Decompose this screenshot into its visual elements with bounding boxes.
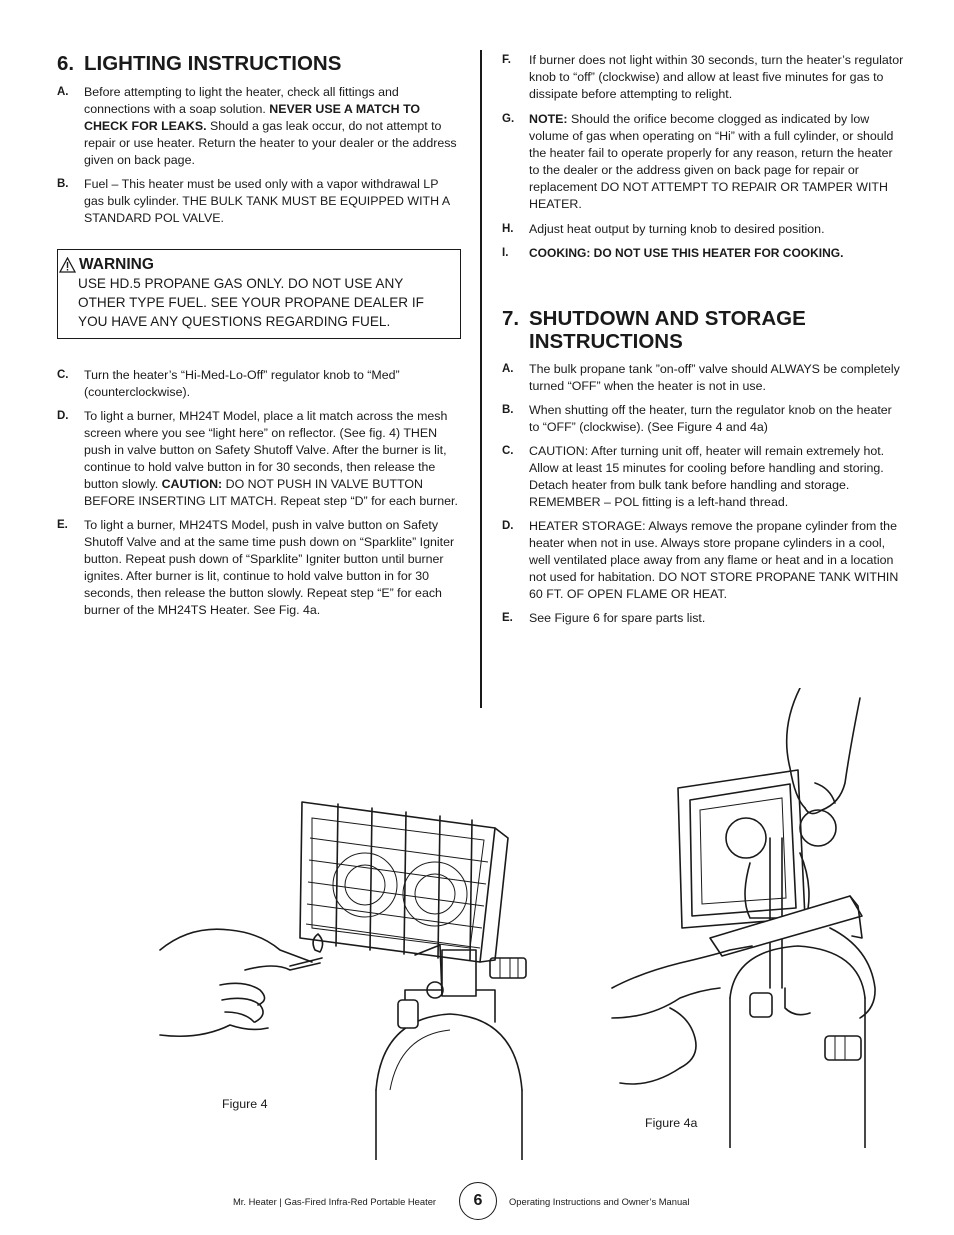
storage-item-e: E. See Figure 6 for spare parts list.	[502, 610, 904, 627]
lighting-item-a: A. Before attempting to light the heater…	[57, 84, 461, 169]
item-label: C.	[502, 445, 514, 457]
storage-item-b: B. When shutting off the heater, turn th…	[502, 402, 904, 436]
storage-item-a: A. The bulk propane tank ”on-off” valve …	[502, 361, 904, 395]
lighting-item-g: G. NOTE: Should the orifice become clogg…	[502, 111, 904, 213]
section-7-number: 7.	[502, 307, 520, 330]
warning-heading: WARNING	[59, 255, 450, 274]
section-6-number: 6.	[57, 52, 75, 75]
lighting-item-c: C. Turn the heater’s “Hi-Med-Lo-Off” reg…	[57, 367, 461, 401]
lighting-item-i: I. COOKING: DO NOT USE THIS HEATER FOR C…	[502, 245, 904, 262]
page-number: 6	[459, 1182, 497, 1220]
lighting-item-b: B. Fuel – This heater must be used only …	[57, 176, 461, 227]
warning-box: WARNING USE HD.5 PROPANE GAS ONLY. DO NO…	[57, 249, 461, 339]
item-text: Adjust heat output by turning knob to de…	[529, 222, 825, 236]
item-text: COOKING: DO NOT USE THIS HEATER FOR COOK…	[529, 245, 904, 262]
item-label: D.	[57, 410, 69, 422]
item-text: CAUTION: After turning unit off, heater …	[529, 444, 885, 509]
footer-left-text: Mr. Heater | Gas-Fired Infra-Red Portabl…	[233, 1196, 437, 1207]
item-label: I.	[502, 247, 509, 259]
figure-4a-illustration	[611, 688, 876, 1148]
lighting-item-f: F. If burner does not light within 30 se…	[502, 52, 904, 103]
warning-triangle-icon	[59, 256, 76, 273]
item-text-part: DO NOT PUSH IN VALVE BUTTON BEFORE INSER…	[84, 477, 458, 508]
item-label: B.	[502, 404, 514, 416]
figure-4-illustration	[159, 801, 527, 1160]
item-label: E.	[57, 519, 68, 531]
item-text-part: Should a gas leak occur, do not attempt …	[84, 119, 457, 167]
lighting-item-e: E. To light a burner, MH24TS Model, push…	[57, 517, 461, 619]
item-bold-text: NOTE:	[529, 112, 568, 126]
warning-text: USE HD.5 PROPANE GAS ONLY. DO NOT USE AN…	[78, 276, 424, 329]
item-text-part: Should the orifice become clogged as ind…	[529, 112, 894, 211]
item-text: If burner does not light within 30 secon…	[529, 53, 904, 101]
storage-item-c: C. CAUTION: After turning unit off, heat…	[502, 443, 904, 511]
lighting-item-d: D. To light a burner, MH24T Model, place…	[57, 408, 461, 510]
right-column: F. If burner does not light within 30 se…	[502, 52, 904, 634]
item-bold-text: COOKING: DO NOT USE THIS HEATER FOR COOK…	[529, 246, 844, 260]
item-text: To light a burner, MH24T Model, place a …	[84, 408, 461, 510]
lighting-item-h: H. Adjust heat output by turning knob to…	[502, 221, 904, 238]
left-column: 6. LIGHTING INSTRUCTIONS A. Before attem…	[57, 52, 461, 626]
item-label: B.	[57, 178, 69, 190]
section-7-title-line: SHUTDOWN AND STORAGE	[529, 307, 806, 330]
item-label: A.	[502, 363, 514, 375]
warning-title: WARNING	[79, 256, 154, 273]
item-text-part: To light a burner, MH24T Model, place a …	[84, 409, 448, 491]
item-label: H.	[502, 223, 514, 235]
item-bold-text: NEVER USE A MATCH TO CHECK FOR LEAKS.	[84, 102, 421, 133]
item-text: To light a burner, MH24TS Model, push in…	[84, 518, 455, 617]
item-label: F.	[502, 54, 511, 66]
item-label: D.	[502, 520, 514, 532]
figure-4-caption: Figure 4	[222, 1097, 268, 1111]
item-text-part: Before attempting to light the heater, c…	[84, 85, 399, 116]
storage-item-d: D. HEATER STORAGE: Always remove the pro…	[502, 518, 904, 603]
item-text: Before attempting to light the heater, c…	[84, 84, 461, 169]
item-label: C.	[57, 369, 69, 381]
item-text: Turn the heater’s “Hi-Med-Lo-Off” regula…	[84, 368, 400, 399]
item-text: HEATER STORAGE: Always remove the propan…	[529, 519, 899, 601]
figure-4a-caption: Figure 4a	[645, 1116, 698, 1130]
item-text: NOTE: Should the orifice become clogged …	[529, 111, 904, 213]
item-label: G.	[502, 113, 515, 125]
item-text: The bulk propane tank ”on-off” valve sho…	[529, 362, 900, 393]
item-text: When shutting off the heater, turn the r…	[529, 403, 892, 434]
column-divider	[480, 50, 482, 708]
section-6-heading: 6. LIGHTING INSTRUCTIONS	[57, 52, 461, 75]
section-6-title: LIGHTING INSTRUCTIONS	[84, 52, 342, 75]
item-label: E.	[502, 612, 513, 624]
item-text: Fuel – This heater must be used only wit…	[84, 177, 450, 225]
section-7-title-line: INSTRUCTIONS	[529, 330, 683, 353]
item-bold-text: CAUTION:	[161, 477, 223, 491]
footer-right-text: Operating Instructions and Owner’s Manua…	[509, 1196, 690, 1207]
item-text: See Figure 6 for spare parts list.	[529, 611, 706, 625]
item-label: A.	[57, 86, 69, 98]
